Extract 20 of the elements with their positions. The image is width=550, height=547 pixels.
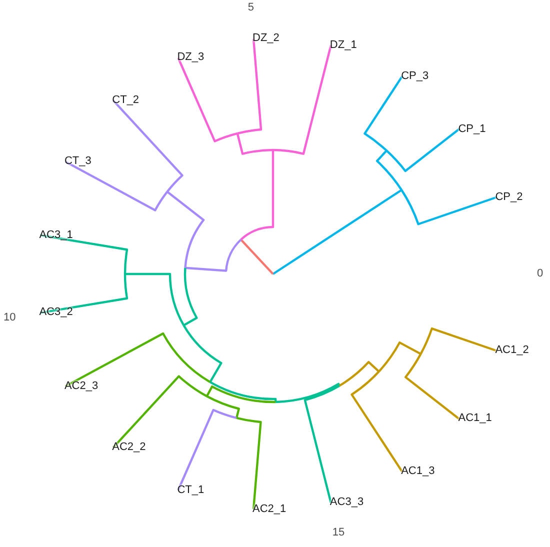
axis-tick-label: 10 [4, 311, 16, 324]
leaf-label: CT_1 [177, 484, 204, 497]
leaf-label: DZ_1 [330, 38, 357, 52]
leaf-label: DZ_3 [177, 51, 204, 64]
leaf-label: CP_2 [495, 190, 523, 204]
leaf-label: DZ_2 [252, 32, 280, 46]
leaf-label: CP_1 [458, 122, 486, 136]
axis-tick-label: 0 [536, 268, 544, 280]
leaf-label: CP_3 [401, 70, 429, 83]
axis-tick-label: 5 [248, 1, 254, 14]
leaf-label: AC3_3 [330, 496, 364, 510]
axis-tick-label: 15 [332, 526, 345, 540]
leaf-label: AC2_3 [64, 380, 98, 393]
leaf-label: AC1_1 [458, 412, 492, 426]
leaf-label: CT_3 [64, 155, 92, 168]
leaf-label: AC2_2 [112, 441, 146, 454]
leaf-label: AC1_2 [495, 344, 529, 358]
leaf-label: AC1_3 [401, 465, 435, 478]
leaf-label: CT_2 [112, 94, 140, 107]
leaf-label: AC2_1 [252, 502, 286, 516]
